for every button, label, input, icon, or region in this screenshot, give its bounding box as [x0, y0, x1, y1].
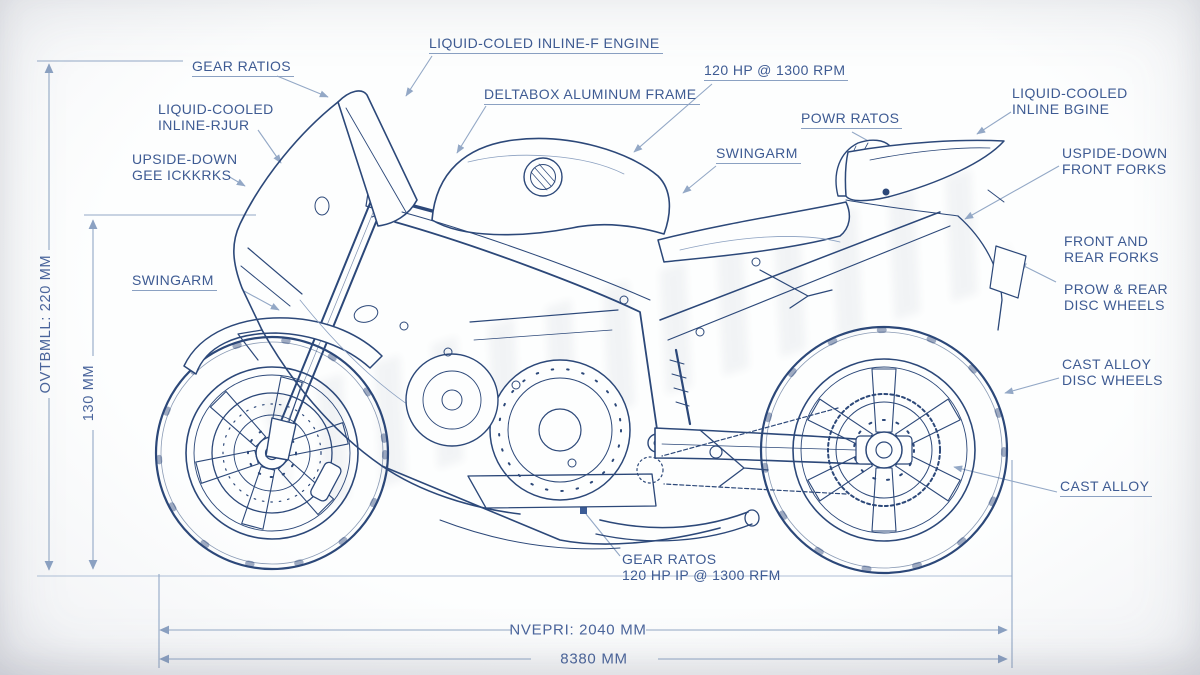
callout-line: INLINE BGINE: [1012, 101, 1110, 117]
front-fender: [183, 317, 383, 375]
dim-text-wheelbase: NVEPRI: 2040 MM: [509, 621, 647, 639]
callout-upside-down-left: UPSIDE-DOWN GEE ICKKRKS: [132, 151, 238, 183]
fuel-tank: [431, 137, 671, 236]
callout-line: LIQUID-COOLED: [1012, 85, 1128, 101]
callout-line: USPIDE-DOWN: [1062, 145, 1168, 161]
callout-disc-wheels-right: PROW & REAR DISC WHEELS: [1064, 281, 1168, 313]
dim-text-overall-length: 8380 MM: [560, 650, 628, 668]
callout-deltabox-frame: DELTABOX ALUMINUM FRAME: [484, 86, 700, 105]
swingarm: [654, 348, 871, 465]
callout-swingarm-top: SWINGARM: [716, 145, 801, 164]
clutch-cover: [489, 359, 631, 501]
callout-power-ratios: POWR RATOS: [801, 110, 903, 129]
callout-line: PROW & REAR: [1064, 281, 1168, 297]
callout-liquid-cooled-left: LIQUID-COOLED INLINE-RJUR: [158, 101, 274, 133]
subframe: [659, 211, 941, 321]
callout-line: UPSIDE-DOWN: [132, 151, 238, 167]
seat-and-tail: [657, 139, 1027, 331]
windscreen: [337, 90, 418, 227]
callout-horsepower-top: 120 HP @ 1300 RPM: [704, 62, 849, 81]
exhaust: [599, 511, 749, 529]
passenger-footpeg: [759, 269, 833, 309]
callout-line: DISC WHEELS: [1064, 297, 1165, 313]
leader-lines: [227, 55, 1060, 557]
callout-front-rear-forks: FRONT AND REAR FORKS: [1064, 233, 1159, 265]
dimension-layer: [37, 55, 1060, 668]
frame-spar: [394, 221, 659, 437]
motorcycle-drawing: [154, 90, 1027, 575]
engine: [405, 309, 664, 509]
callout-cast-alloy-wheels: CAST ALLOY DISC WHEELS: [1062, 356, 1163, 388]
dim-text-overall-height: OVTBMLL: 220 MM: [38, 254, 54, 394]
taillight: [987, 189, 1005, 203]
footpegs-exhaust: [595, 269, 833, 542]
callout-line: GEE ICKKRKS: [132, 167, 232, 183]
dim-text-ground-clearance: 130 MM: [81, 364, 97, 422]
license-plate: [989, 245, 1027, 299]
callout-gear-ratios-bottom: GEAR RATOS 120 HP IP @ 1300 RFM: [622, 551, 781, 583]
callout-cast-alloy-bottom: CAST ALLOY: [1060, 478, 1153, 497]
callout-liquid-cooled-right: LIQUID-COOLED INLINE BGINE: [1012, 85, 1128, 117]
seat: [657, 201, 851, 263]
gas-cap: [523, 157, 563, 197]
callout-engine-top: LIQUID-COLED INLINE-F ENGINE: [429, 35, 663, 54]
rider-footpeg: [699, 429, 769, 487]
belly-pan: [381, 465, 721, 545]
callout-line: FRONT AND: [1064, 233, 1149, 249]
bolt-details: [399, 257, 761, 468]
callout-line: INLINE-RJUR: [158, 117, 250, 133]
front-sprocket: [636, 456, 664, 484]
rear-shock: [674, 348, 692, 426]
nose-fairing: [233, 101, 339, 331]
callout-line: CAST ALLOY: [1062, 356, 1152, 372]
bodywork: [233, 90, 721, 550]
callout-gear-ratios-top: GEAR RATIOS: [192, 58, 295, 77]
callout-swingarm-left: SWINGARM: [132, 272, 217, 291]
alternator-cover: [405, 353, 499, 447]
front-brake-caliper: [310, 461, 342, 502]
callout-front-forks-right: USPIDE-DOWN FRONT FORKS: [1062, 145, 1168, 177]
callout-line: FRONT FORKS: [1062, 161, 1167, 177]
fairing-emblem: [314, 196, 330, 216]
license-hanger: [957, 215, 1003, 331]
rear-wheel: [759, 325, 1009, 575]
callout-line: 120 HP IP @ 1300 RFM: [622, 567, 781, 583]
callout-line: GEAR RATOS: [622, 551, 717, 567]
callout-line: REAR FORKS: [1064, 249, 1160, 265]
tail-cowl: [844, 139, 1005, 202]
rear-sprocket: [827, 393, 941, 507]
callout-line: DISC WHEELS: [1062, 372, 1163, 388]
callout-line: LIQUID-COOLED: [158, 101, 274, 117]
